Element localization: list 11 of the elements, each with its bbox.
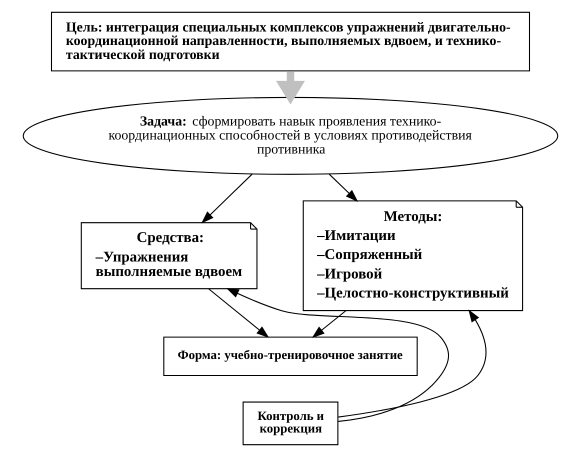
arrow bbox=[200, 174, 252, 224]
node-box: Форма: учебно-тренировочное занятие bbox=[162, 336, 418, 376]
node-box: Цель: интеграция специальных комплексов упражнений двигательно-координационной направленности, выполняемых вдвоем, и технико-тактической подготовки bbox=[50, 12, 530, 72]
arrow bbox=[338, 309, 486, 418]
node-box: Контроль и коррекция bbox=[242, 402, 338, 446]
arrow bbox=[276, 71, 304, 104]
arrow bbox=[208, 288, 269, 338]
arrow bbox=[311, 310, 346, 338]
node-ellipse: Задача: сформировать навык проявления технико-координационных способностей в условиях противодействия противника bbox=[22, 96, 558, 175]
arrow bbox=[328, 174, 358, 202]
arrow bbox=[226, 288, 448, 422]
